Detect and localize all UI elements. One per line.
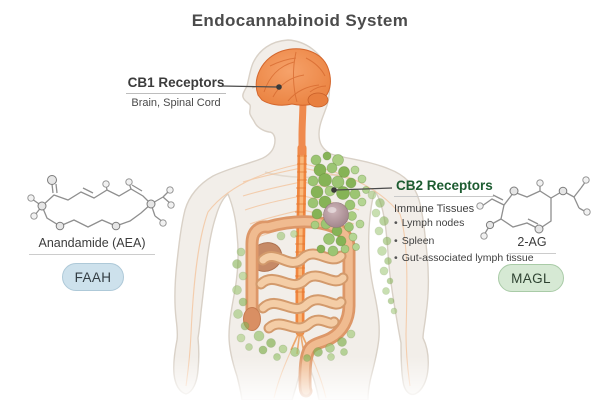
cb2-bullet-lymph-nodes: •Lymph nodes bbox=[394, 217, 465, 229]
cb1-connector-line bbox=[221, 84, 282, 90]
cb1-receptors-callout: CB1 Receptors Brain, Spinal Cord bbox=[120, 74, 232, 109]
cb2-receptors-label: CB2 Receptors bbox=[394, 178, 495, 197]
bullet-glyph: • bbox=[394, 234, 398, 247]
2ag-label: 2-AG bbox=[508, 235, 556, 254]
magl-badge: MAGL bbox=[498, 264, 564, 292]
bottom-fade bbox=[0, 356, 600, 400]
cb2-receptors-subtitle: Immune Tissues bbox=[394, 203, 475, 215]
cb1-receptors-subtitle: Brain, Spinal Cord bbox=[131, 97, 221, 109]
2ag-structure bbox=[476, 176, 591, 240]
bullet-glyph: • bbox=[394, 252, 398, 264]
small-intestine-graphic bbox=[255, 248, 349, 334]
bullet-glyph: • bbox=[394, 217, 398, 229]
brain-graphic bbox=[255, 48, 331, 156]
cb2-receptors-callout: CB2 Receptors Immune Tissues •Lymph node… bbox=[394, 177, 584, 268]
faah-badge: FAAH bbox=[62, 263, 124, 291]
cb2-bullet-spleen: •Spleen bbox=[394, 234, 435, 247]
2ag-caption: 2-AG bbox=[492, 233, 572, 254]
cb2-connector-line bbox=[331, 187, 393, 193]
anandamide-caption: Anandamide (AEA) bbox=[14, 234, 170, 255]
cb2-bullet-gut: •Gut-associated lymph tissue bbox=[394, 252, 534, 264]
page-title: Endocannabinoid System bbox=[191, 11, 409, 30]
spleen-graphic bbox=[323, 202, 349, 228]
anandamide-structure bbox=[27, 175, 175, 231]
anandamide-label: Anandamide (AEA) bbox=[29, 236, 155, 255]
cb1-receptors-label: CB1 Receptors bbox=[125, 75, 227, 94]
